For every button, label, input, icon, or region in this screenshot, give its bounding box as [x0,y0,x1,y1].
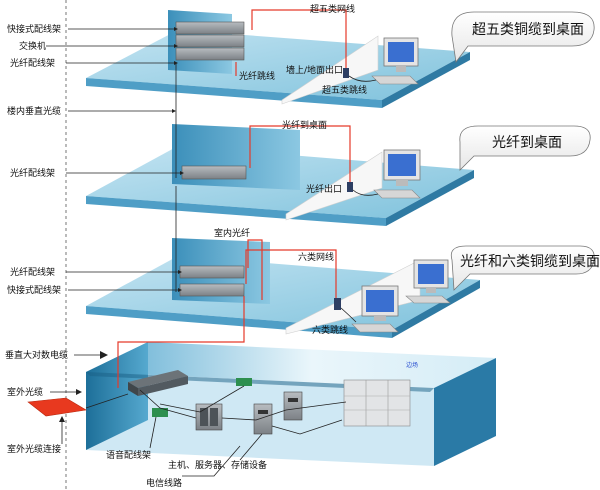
callout-floor-1: 超五类铜缆到桌面 [451,11,595,64]
label-vertical-fiber: 楼内垂直光缆 [7,105,61,117]
basement-left-wall [86,342,148,450]
floor-1-fiber-patch-cord-label: 光纤跳线 [239,70,275,82]
telecom-line-pointer [182,445,241,477]
floor-1-outlet-icon [343,68,349,78]
floor-3-cat6-patch-cord-label: 六类跳线 [312,324,348,336]
floor-2-back-wall [172,124,300,190]
floor-3-computer-icon-1 [405,259,451,304]
outdoor-fiber-line [85,393,129,409]
floor-3-cat6-cable [245,249,337,300]
floor-3-rack [179,265,245,297]
callout-floor-3-text: 光纤和六类铜缆到桌面 [460,254,600,270]
vertical-copper-cable-riser [117,296,245,388]
floor-2-fiber-to-desk-label: 光纤到桌面 [282,119,327,131]
edge-mark-label: 边场 [406,361,418,369]
label-fiber-patch-panel-3: 光纤配线架 [10,266,55,278]
label-quick-patch-panel-2: 快接式配线架 [7,284,61,296]
left-labels: 快接式配线架 交换机 光纤配线架 楼内垂直光缆 光纤配线架 光纤配线架 快接式配… [5,23,184,455]
callout-floor-3: 光纤和六类铜缆到桌面 [450,245,600,291]
floor-3: 室内光纤 六类网线 六类跳线 [86,227,480,338]
floor-1-cat5e-cable [251,9,347,72]
basement-patch-panel-1 [236,378,252,386]
floor-1-wall-outlet-label: 墙上/地面出口 [286,64,343,76]
label-fiber-patch-panel-1: 光纤配线架 [10,57,55,69]
floor-3-cat6-cable-label: 六类网线 [298,251,334,263]
basement-top [86,342,496,388]
floor-3-indoor-fiber [247,239,263,300]
callout-floor-2: 光纤到桌面 [459,125,591,171]
floor-2-fiber-outlet-icon [347,182,353,192]
label-switch: 交换机 [19,40,46,52]
floor-2-fiber-outlet-label: 光纤出口 [306,183,342,195]
floor-1-computer-icon [371,37,419,85]
basement-server-rack-1 [195,403,223,431]
label-fiber-patch-panel-2: 光纤配线架 [10,167,55,179]
floor-3-outlet-icon [334,298,341,310]
label-outdoor-fiber: 室外光缆 [7,386,43,398]
floor-2-fiber-patch-panel [181,165,247,180]
basement-storage-cabinets [343,379,411,427]
basement-server-tower-2 [283,391,303,421]
floor-1-rack [175,21,245,61]
floor-2-fiber-link [249,125,351,186]
floor-3-indoor-fiber-label: 室内光纤 [214,227,250,239]
voice-patch-panel-label: 语音配线架 [106,449,151,461]
hosts-servers-label: 主机、服务器、存储设备 [168,459,267,471]
floor-2: 光纤到桌面 光纤出口 [86,119,474,226]
label-outdoor-fiber-connect: 室外光缆连接 [7,443,61,455]
callout-floor-2-text: 光纤到桌面 [492,135,562,151]
telecom-line-label: 电信线路 [146,477,182,489]
label-quick-patch-panel-1: 快接式配线架 [7,23,61,35]
basement-switch [128,370,188,396]
floor-3-computer-icon-2 [351,285,399,333]
floor-1-cat5e-cable-label: 超五类网线 [310,3,355,15]
floor-1: 超五类网线 光纤跳线 墙上/地面出口 超五类跳线 [86,3,470,108]
basement-right-wall [434,358,496,466]
basement: 边场 [86,342,496,466]
basement-server-tower-1 [253,403,273,435]
floor-1-cat5e-patch-cord-label: 超五类跳线 [322,84,367,96]
voice-patch-panel-icon [152,408,168,417]
outdoor-fiber-pad [27,397,87,417]
floor-2-computer-icon [373,149,421,199]
callout-floor-1-text: 超五类铜缆到桌面 [472,22,584,38]
label-vertical-copper-cable: 垂直大对数电缆 [5,349,68,361]
